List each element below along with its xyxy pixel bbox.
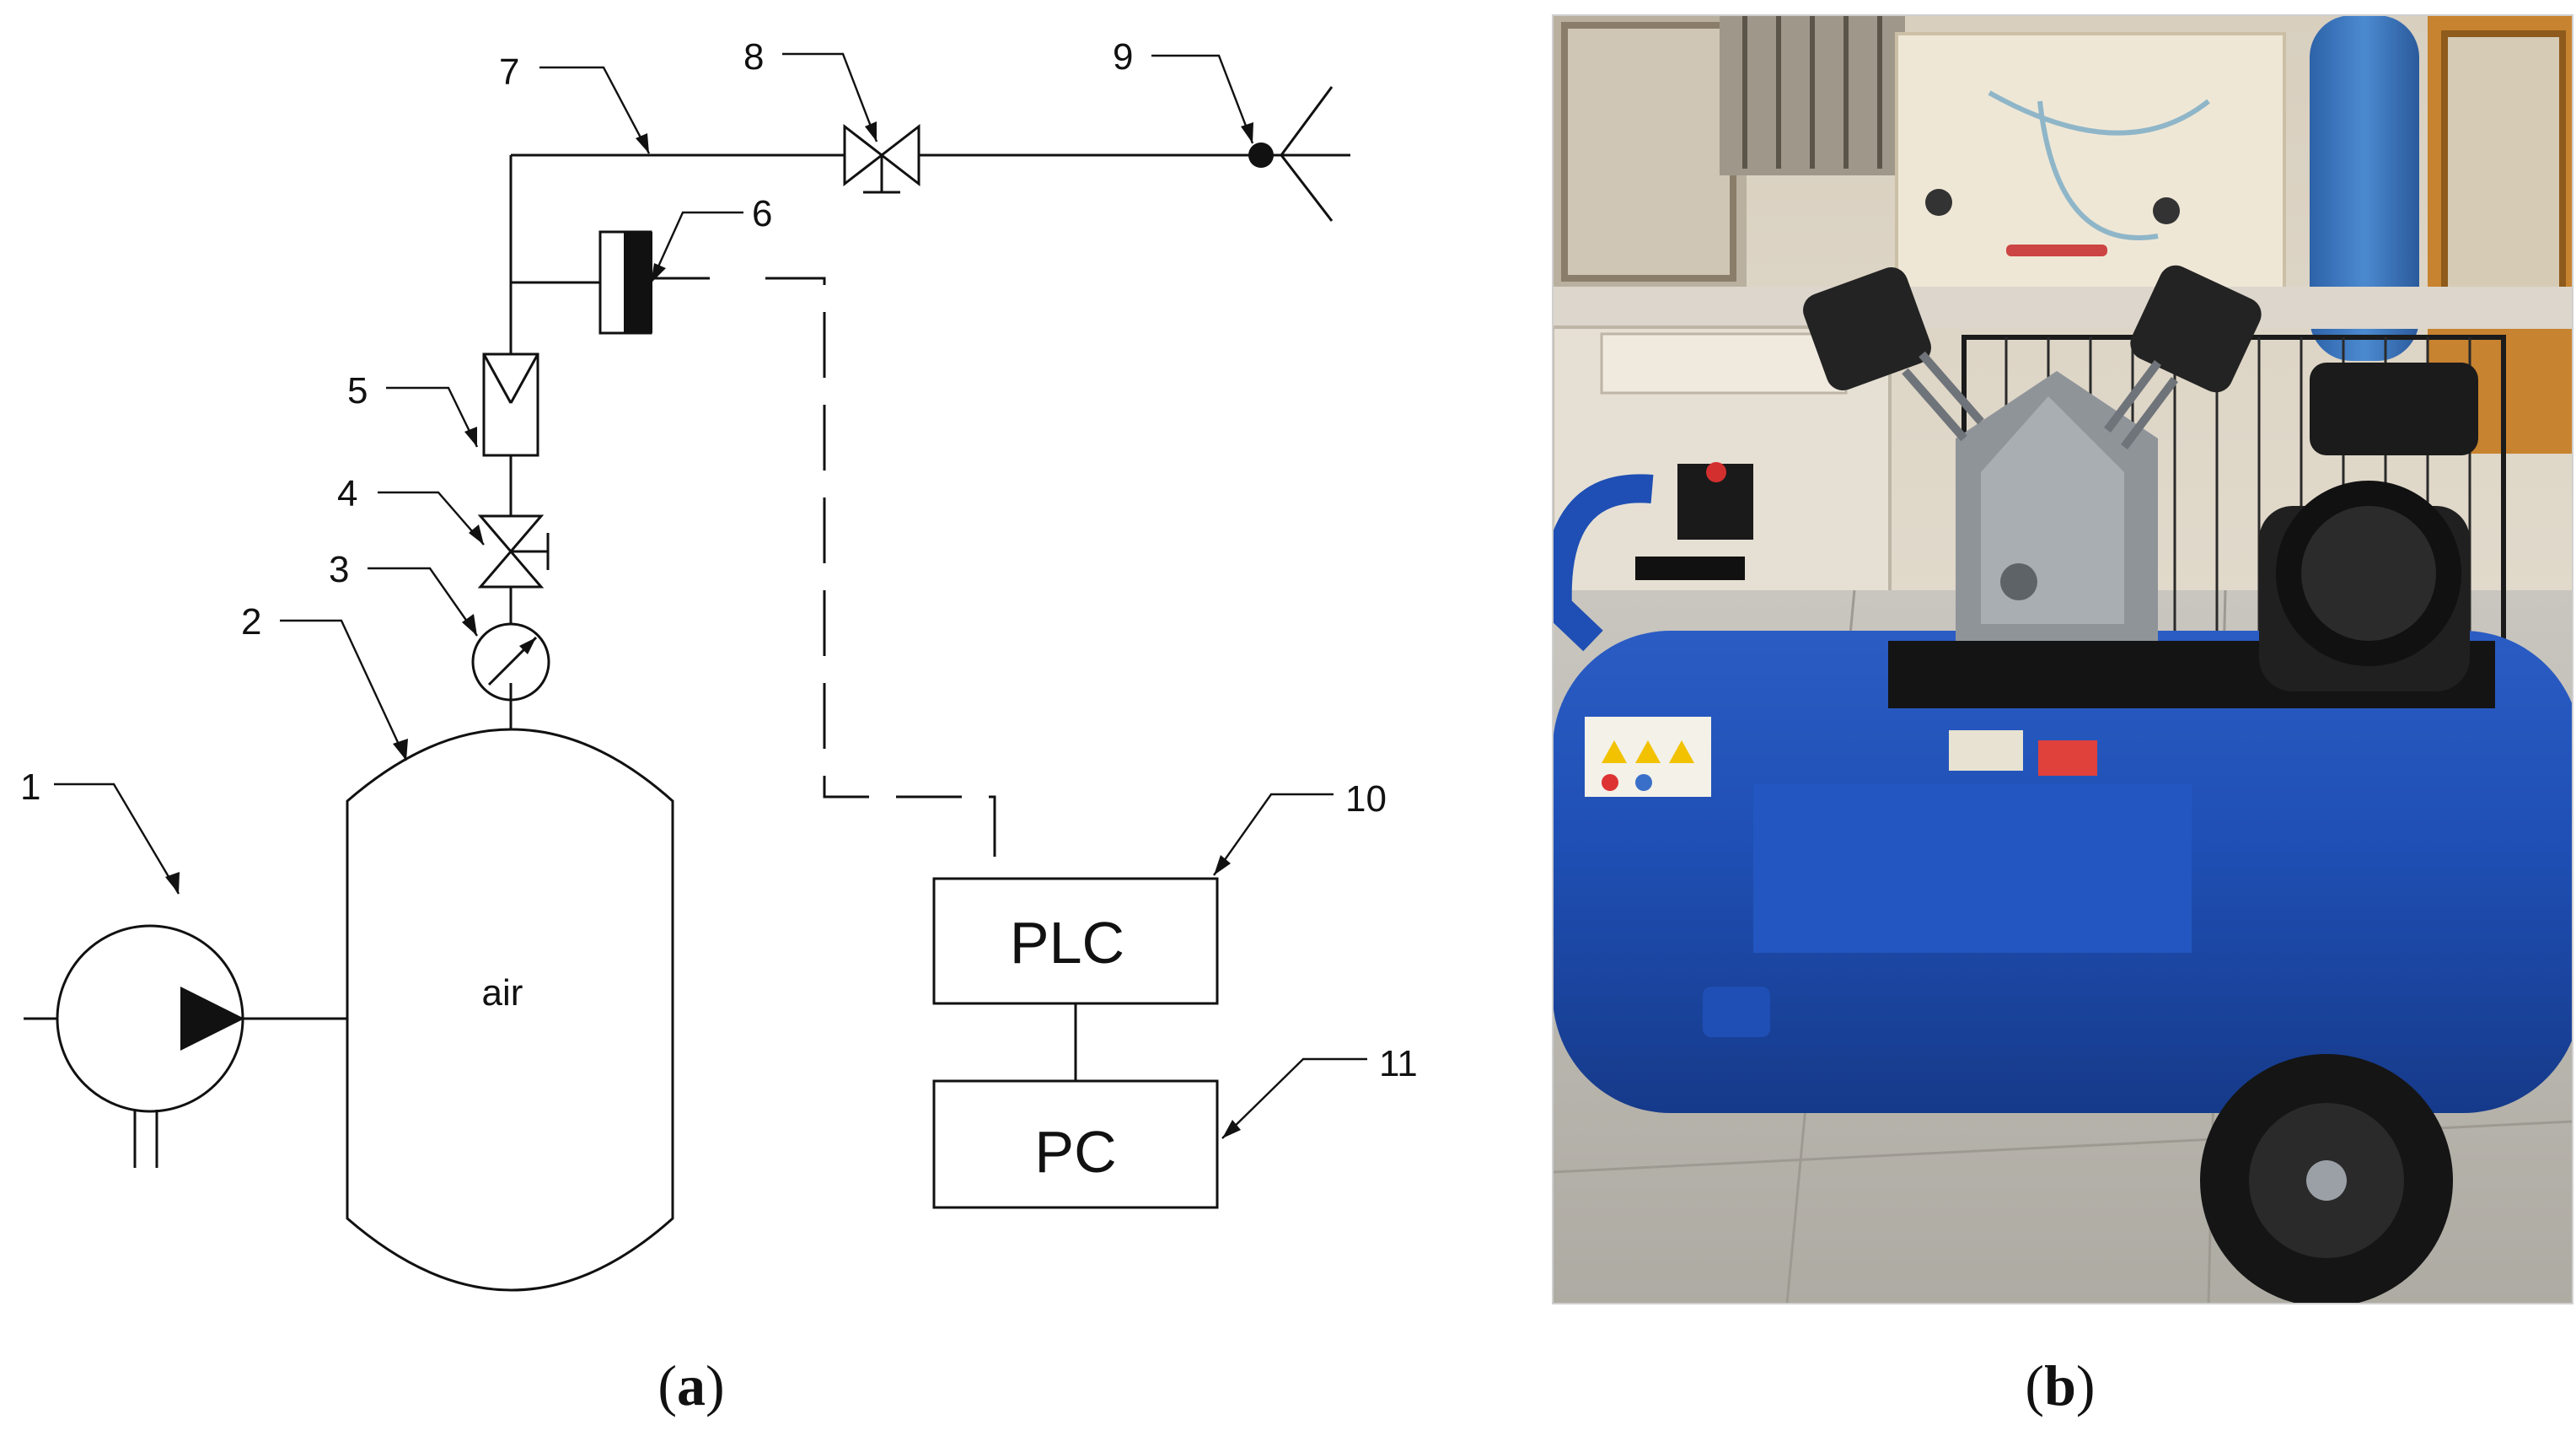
caption-b: (b): [2025, 1353, 2095, 1417]
compressor-photo: [1552, 14, 2573, 1304]
shutoff-valve-icon: [477, 514, 550, 589]
air-tank: air: [346, 728, 674, 1292]
svg-text:11: 11: [1379, 1043, 1418, 1084]
check-valve-icon: [482, 352, 539, 457]
plc-box: PLC: [932, 877, 1219, 1005]
tank-label: air: [482, 972, 523, 1014]
svg-text:10: 10: [1345, 778, 1387, 820]
callout-5: 5: [347, 370, 479, 448]
callout-6: 6: [649, 193, 772, 284]
pc-box: PC: [932, 1079, 1219, 1209]
callout-7: 7: [499, 51, 651, 154]
caption-a: (a): [657, 1353, 724, 1417]
svg-text:4: 4: [337, 473, 357, 514]
compressor-pump-icon: [24, 924, 347, 1168]
callout-3: 3: [329, 549, 478, 637]
callout-8: 8: [743, 36, 878, 143]
callout-1: 1: [20, 766, 180, 895]
svg-text:2: 2: [241, 601, 261, 643]
outlet-nozzle-icon: [1248, 86, 1350, 222]
svg-text:9: 9: [1113, 36, 1133, 78]
outlet-valve-icon: [843, 123, 920, 194]
callout-9: 9: [1113, 36, 1254, 144]
svg-text:3: 3: [329, 549, 349, 590]
callout-10: 10: [1213, 778, 1387, 876]
svg-text:7: 7: [499, 51, 519, 93]
pc-label: PC: [1034, 1119, 1116, 1185]
svg-text:8: 8: [743, 36, 764, 78]
schematic-panel: air: [20, 36, 1418, 1292]
svg-text:1: 1: [20, 766, 40, 808]
pressure-sensor-icon: [598, 230, 710, 335]
svg-text:5: 5: [347, 370, 368, 411]
callout-4: 4: [337, 473, 485, 546]
plc-label: PLC: [1010, 910, 1124, 976]
callout-11: 11: [1221, 1043, 1418, 1139]
callout-2: 2: [241, 601, 408, 761]
svg-text:6: 6: [752, 193, 772, 234]
